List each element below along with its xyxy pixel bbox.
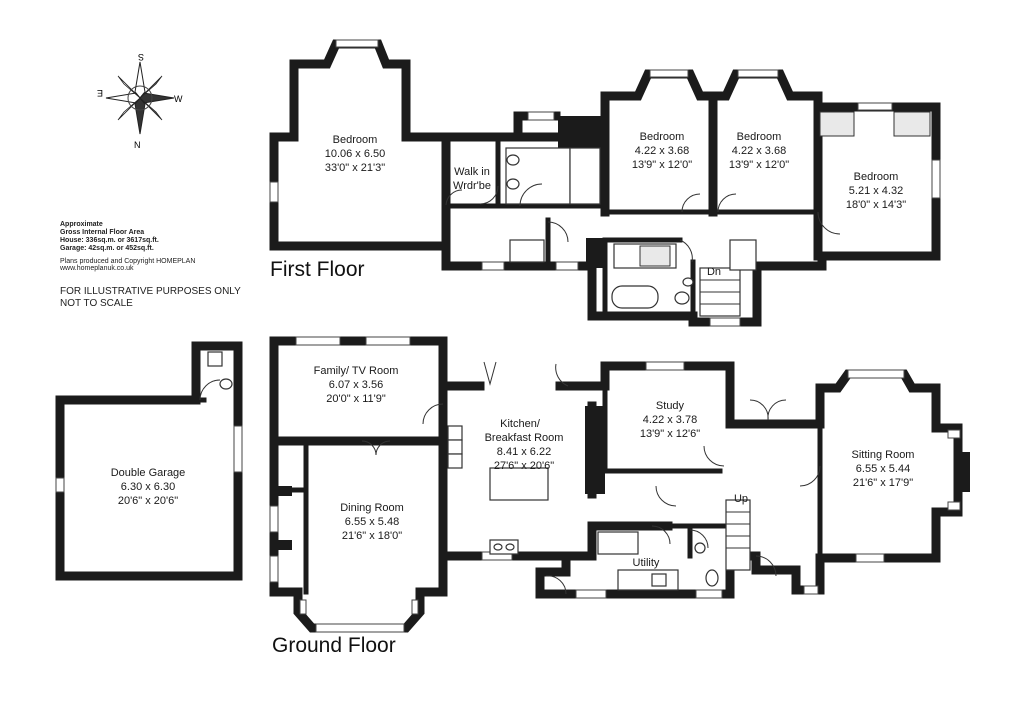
room-metric: 6.07 x 3.56 — [329, 379, 383, 391]
room-name: Walk in — [454, 166, 490, 178]
room-name: Bedroom — [854, 171, 899, 183]
room-bedroom-1: Bedroom 10.06 x 6.50 33'0" x 21'3" — [325, 134, 386, 174]
room-name-2: Wrdr'be — [453, 180, 491, 192]
room-imperial: 18'0" x 14'3" — [846, 199, 906, 211]
notice-illustrative: FOR ILLUSTRATIVE PURPOSES ONLY — [60, 286, 241, 297]
stairs-down-label: Dn — [707, 266, 721, 278]
room-name-2: Breakfast Room — [485, 432, 564, 444]
room-metric: 6.55 x 5.44 — [856, 463, 910, 475]
room-sitting: Sitting Room 6.55 x 5.44 21'6" x 17'9" — [852, 449, 915, 489]
room-walk-in-wardrobe: Walk in Wrdr'be — [453, 166, 491, 192]
compass-n: N — [134, 140, 141, 150]
room-name: Bedroom — [333, 134, 378, 146]
info-house-area: House: 336sq.m. or 3617sq.ft. — [60, 237, 159, 244]
room-imperial: 13'9" x 12'0" — [632, 159, 692, 171]
info-garage-area: Garage: 42sq.m. or 452sq.ft. — [60, 245, 154, 252]
room-imperial: 21'6" x 17'9" — [853, 477, 913, 489]
compass-e: E — [97, 88, 103, 98]
room-family-tv: Family/ TV Room 6.07 x 3.56 20'0" x 11'9… — [314, 365, 399, 405]
room-name: Kitchen/ — [500, 418, 541, 430]
first-floor — [269, 39, 941, 327]
room-imperial: 33'0" x 21'3" — [325, 162, 385, 174]
stairs-up-label: Up — [734, 493, 748, 505]
compass-icon: S N E W — [97, 52, 183, 150]
room-metric: 4.22 x 3.78 — [643, 414, 697, 426]
room-kitchen: Kitchen/ Breakfast Room 8.41 x 6.22 27'6… — [485, 418, 564, 472]
room-name: Bedroom — [640, 131, 685, 143]
room-dining: Dining Room 6.55 x 5.48 21'6" x 18'0" — [340, 502, 404, 542]
compass-w: W — [174, 94, 183, 104]
info-website: www.homeplanuk.co.uk — [60, 265, 134, 272]
room-bedroom-4: Bedroom 5.21 x 4.32 18'0" x 14'3" — [846, 171, 906, 211]
info-copyright: Plans produced and Copyright HOMEPLAN — [60, 258, 196, 265]
room-double-garage: Double Garage 6.30 x 6.30 20'6" x 20'6" — [111, 467, 186, 507]
room-imperial: 21'6" x 18'0" — [342, 530, 402, 542]
ground-floor-title: Ground Floor — [272, 634, 396, 657]
room-metric: 6.30 x 6.30 — [121, 481, 175, 493]
room-bedroom-2: Bedroom 4.22 x 3.68 13'9" x 12'0" — [632, 131, 692, 171]
room-imperial: 27'6" x 20'6" — [494, 460, 554, 472]
first-floor-title: First Floor — [270, 258, 365, 281]
room-bedroom-3: Bedroom 4.22 x 3.68 13'9" x 12'0" — [729, 131, 789, 171]
room-name: Sitting Room — [852, 449, 915, 461]
room-metric: 10.06 x 6.50 — [325, 148, 386, 160]
ground-floor — [269, 336, 970, 633]
info-gross-area: Gross Internal Floor Area — [60, 229, 145, 236]
notice-not-to-scale: NOT TO SCALE — [60, 298, 133, 309]
room-name: Dining Room — [340, 502, 404, 514]
room-study: Study 4.22 x 3.78 13'9" x 12'6" — [640, 400, 700, 440]
room-name: Study — [656, 400, 685, 412]
room-metric: 4.22 x 3.68 — [732, 145, 786, 157]
room-imperial: 20'6" x 20'6" — [118, 495, 178, 507]
room-imperial: 20'0" x 11'9" — [326, 393, 386, 405]
room-name: Bedroom — [737, 131, 782, 143]
room-name: Double Garage — [111, 467, 186, 479]
room-imperial: 13'9" x 12'0" — [729, 159, 789, 171]
room-metric: 5.21 x 4.32 — [849, 185, 903, 197]
info-approximate: Approximate — [60, 221, 103, 228]
room-imperial: 13'9" x 12'6" — [640, 428, 700, 440]
room-name: Family/ TV Room — [314, 365, 399, 377]
garage — [55, 341, 243, 581]
room-metric: 6.55 x 5.48 — [345, 516, 399, 528]
compass-s: S — [138, 52, 144, 62]
room-metric: 8.41 x 6.22 — [497, 446, 551, 458]
room-utility: Utility — [633, 557, 660, 569]
room-metric: 4.22 x 3.68 — [635, 145, 689, 157]
